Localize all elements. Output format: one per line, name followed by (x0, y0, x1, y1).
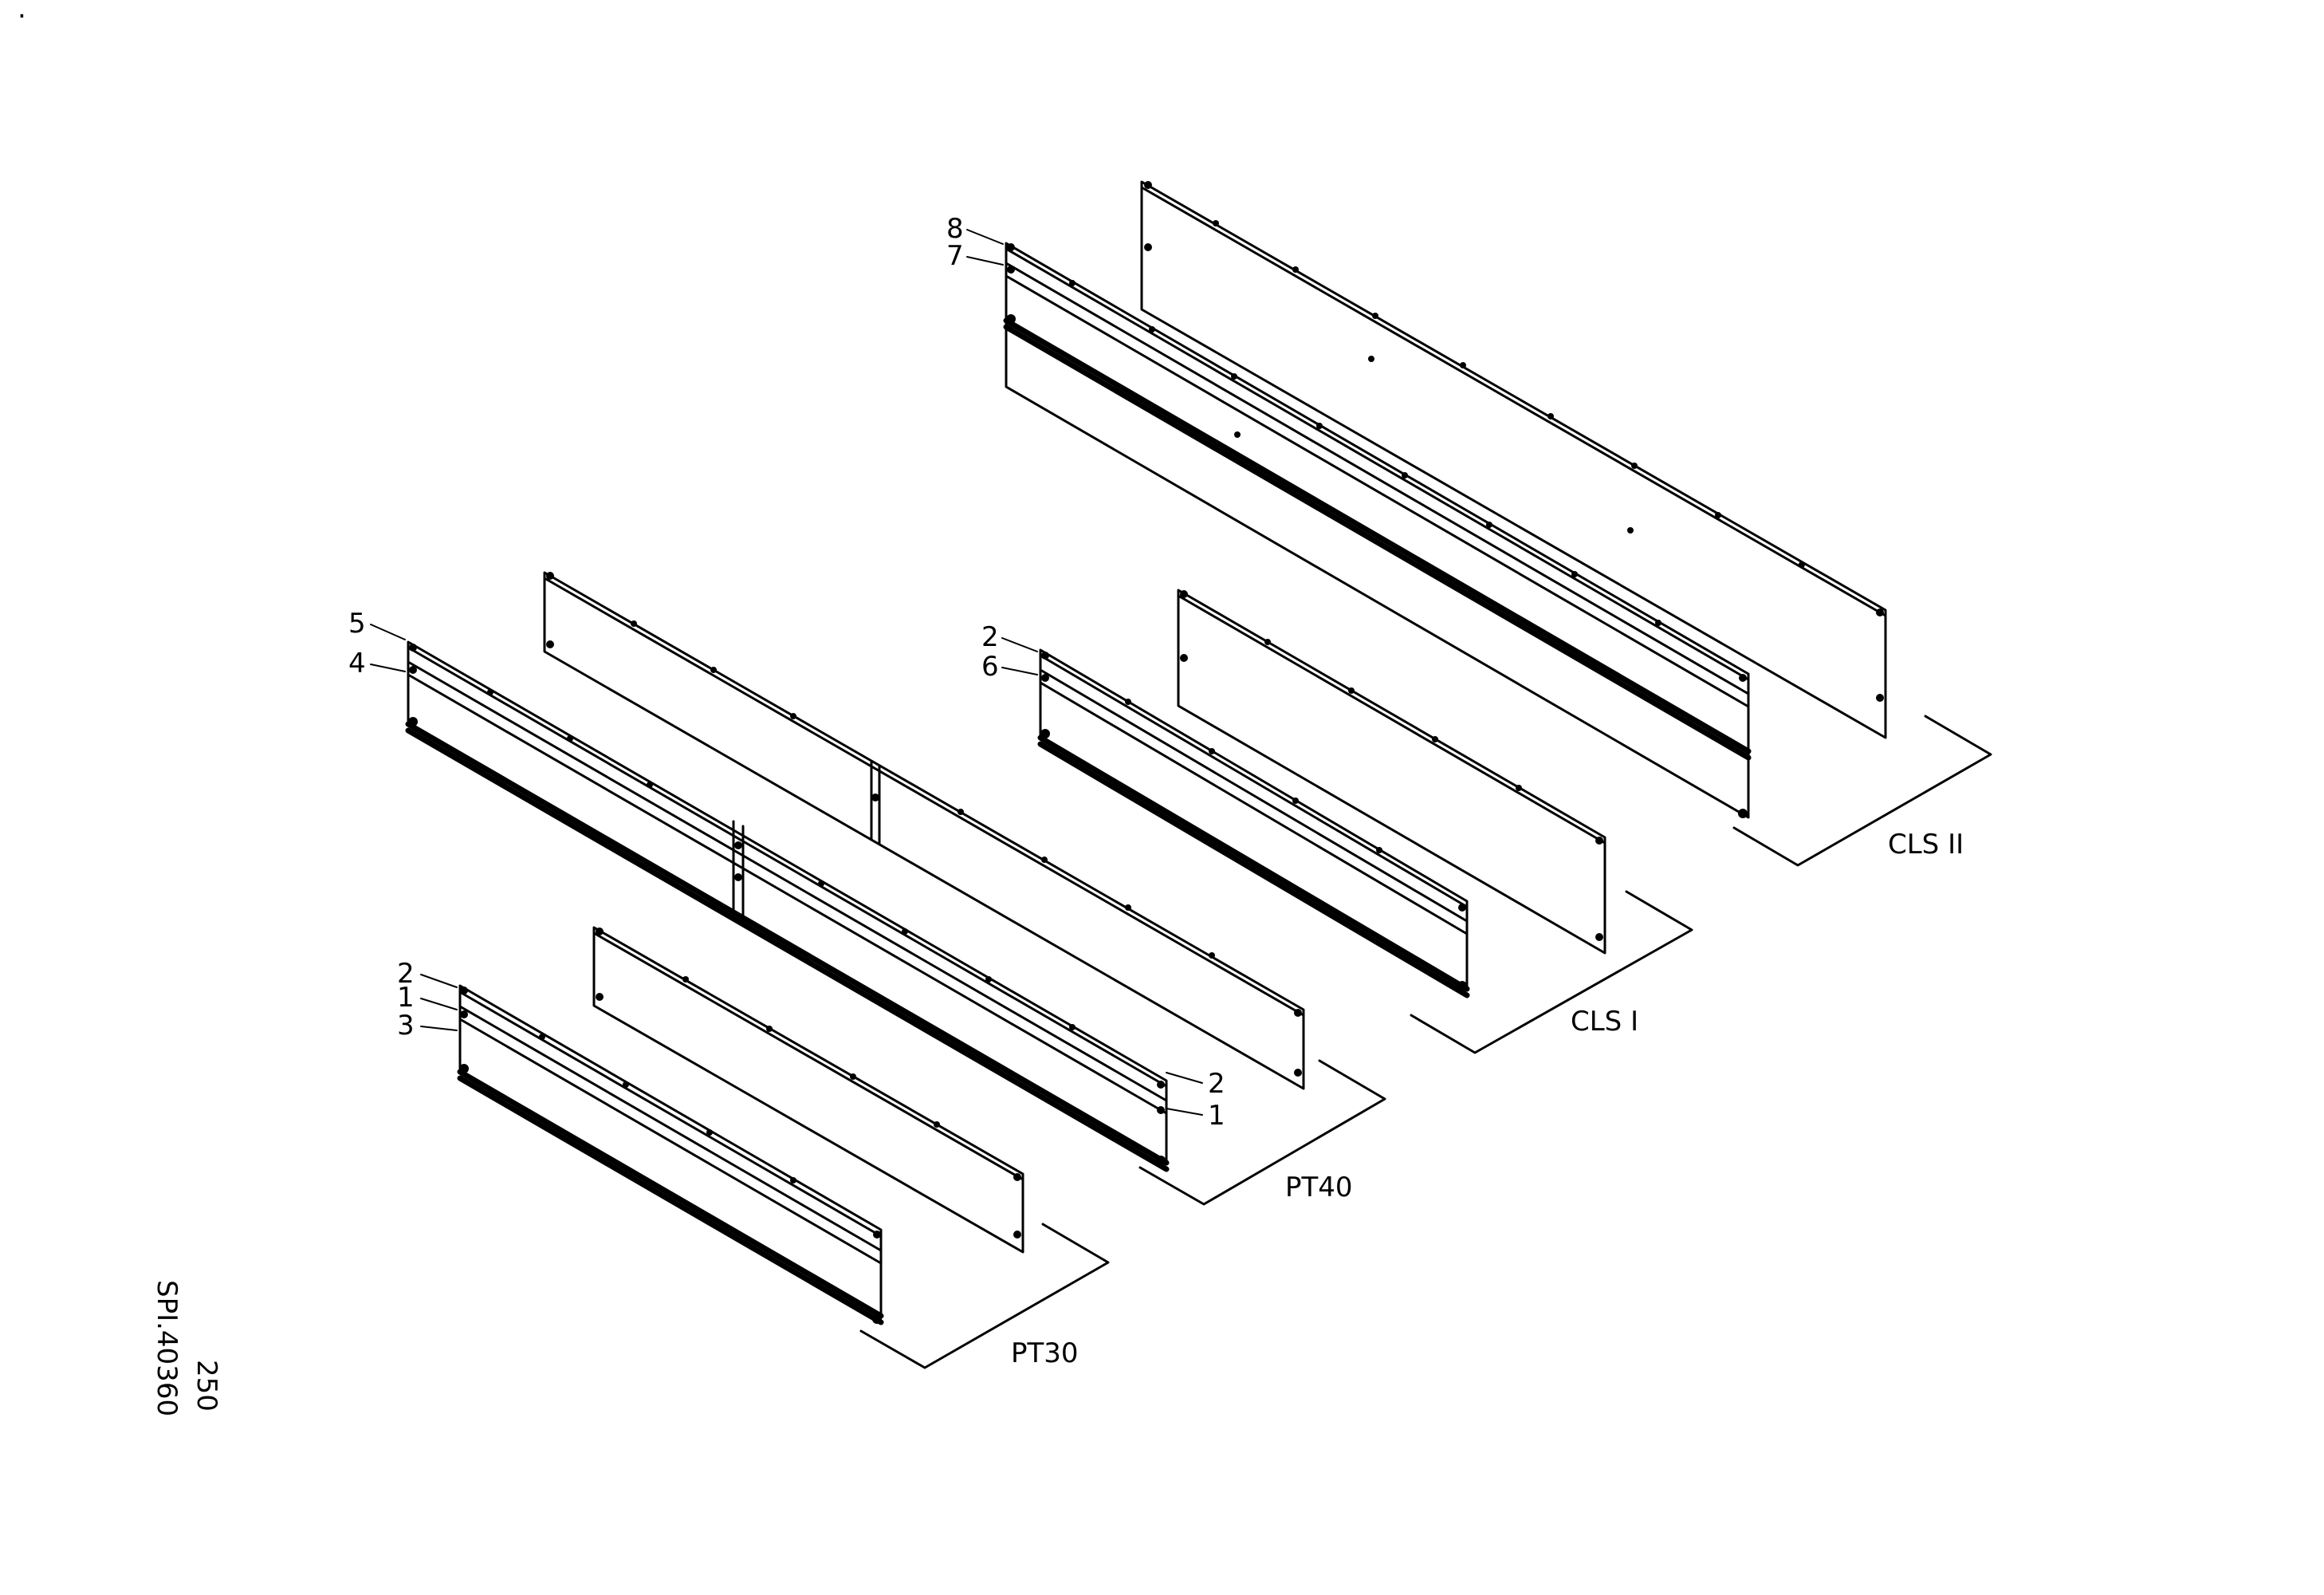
callout-pt30-2: 2 (397, 958, 415, 990)
cls1-front-channel (1037, 648, 1470, 998)
drawing-number: 250 (191, 1360, 222, 1412)
pt30-front-channel (457, 984, 884, 1325)
callout-pt40-4: 4 (348, 648, 366, 679)
group-label-cls2: CLS II (1888, 829, 1964, 861)
callout-pt40-5: 5 (348, 608, 366, 640)
callout-cls1-2: 2 (981, 621, 999, 653)
callout-pt30-3: 3 (397, 1010, 415, 1042)
callout-leaders (370, 229, 1203, 1116)
pt30-rear-panel (592, 926, 1024, 1254)
group-pt30: PT30 (457, 926, 1110, 1369)
group-label-pt40: PT40 (1285, 1172, 1353, 1203)
cls1-rear-panel (1177, 589, 1606, 955)
callout-cls2-8: 8 (946, 213, 964, 245)
corner-mark: . (18, 0, 26, 25)
callout-pt30-1: 1 (397, 982, 415, 1014)
group-label-cls1: CLS I (1571, 1006, 1638, 1038)
callout-pt40-1: 1 (1208, 1100, 1225, 1132)
cls2-front-channel (1003, 242, 1752, 819)
group-pt40: PT40 (405, 571, 1386, 1206)
pt40-front-channel (405, 640, 1170, 1172)
callout-cls1-6: 6 (981, 651, 999, 683)
group-label-pt30: PT30 (1011, 1337, 1079, 1369)
drawing-code: SPI.40360 (151, 1280, 183, 1416)
cls2-rear-panel (1140, 180, 1887, 739)
callout-pt40-2: 2 (1208, 1068, 1225, 1100)
pt40-rear-panel (543, 571, 1305, 1090)
group-cls2: CLS II (1003, 180, 1992, 867)
callout-cls2-7: 7 (946, 240, 964, 272)
group-cls1: CLS I (1037, 589, 1693, 1054)
